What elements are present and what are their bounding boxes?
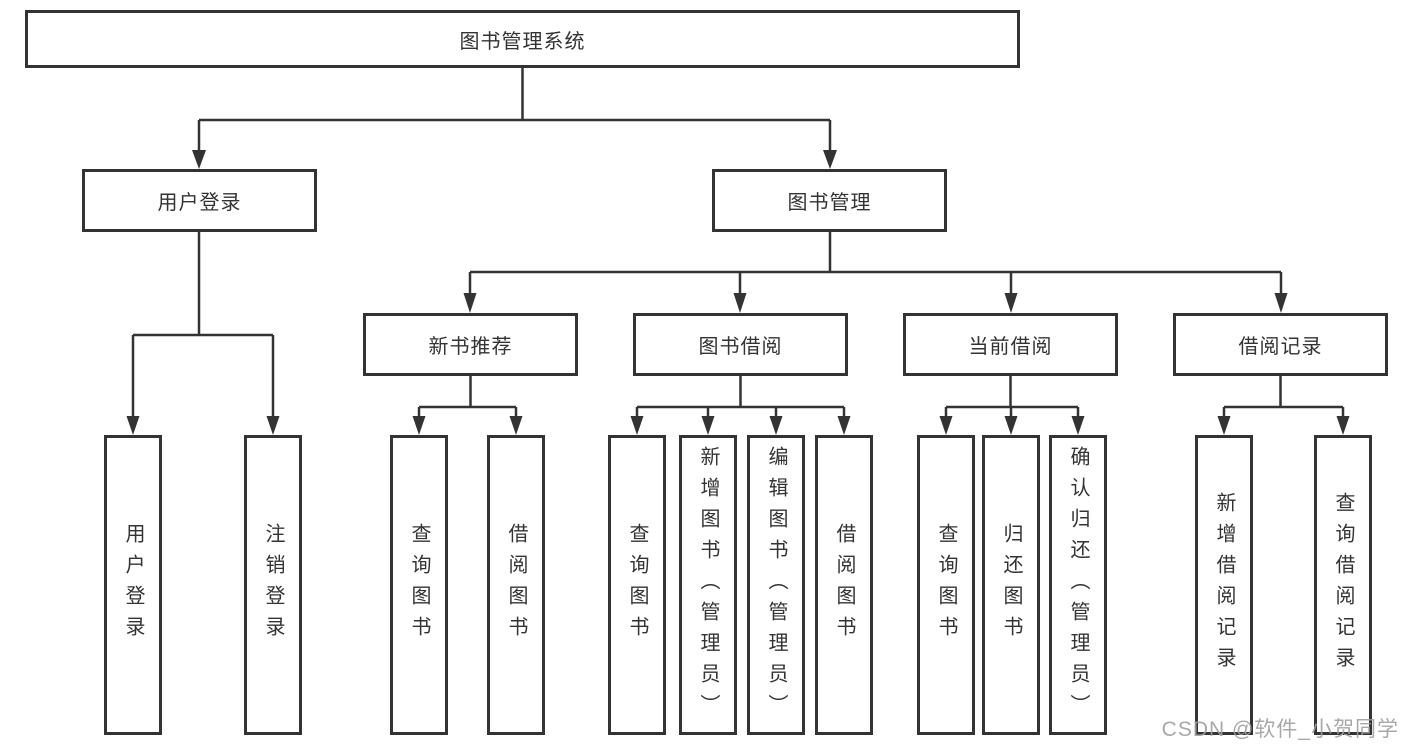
connector-recommendation-to-leaves: [412, 376, 523, 435]
node-label: 查询图书: [408, 523, 430, 647]
leaf-logout: 注销登录: [244, 435, 302, 735]
node-label: 注销登录: [262, 523, 284, 647]
watermark-csdn: CSDN @软件_小贺同学: [1161, 718, 1399, 741]
connector-book-mgmt-to-level3: [463, 232, 1288, 313]
connector-records-to-leaves: [1217, 376, 1350, 435]
node-borrowing-records: 借阅记录: [1173, 313, 1388, 376]
node-label: 用户登录: [122, 523, 144, 647]
node-user-login-branch: 用户登录: [82, 169, 317, 232]
leaf-return-book: 归还图书: [982, 435, 1040, 735]
node-label: 新增借阅记录: [1213, 492, 1235, 678]
node-label: 确认归还（管理员）: [1067, 445, 1089, 725]
node-label: 当前借阅: [968, 336, 1053, 358]
node-label: 借阅图书: [505, 523, 527, 647]
connector-borrowing-to-leaves: [630, 376, 851, 435]
node-label: 查询图书: [935, 523, 957, 647]
leaf-confirm-return-admin: 确认归还（管理员）: [1049, 435, 1107, 735]
leaf-query-books-current: 查询图书: [917, 435, 975, 735]
node-current-borrowing: 当前借阅: [903, 313, 1118, 376]
leaf-query-books-recommendation: 查询图书: [390, 435, 448, 735]
leaf-borrow-books-recommendation: 借阅图书: [487, 435, 545, 735]
leaf-add-borrow-record: 新增借阅记录: [1195, 435, 1253, 735]
connector-root-to-level2: [192, 68, 837, 169]
leaf-user-login: 用户登录: [104, 435, 162, 735]
leaf-borrow-books-borrowing: 借阅图书: [815, 435, 873, 735]
node-label: 借阅记录: [1238, 336, 1323, 358]
connector-user-login-to-leaves: [126, 232, 280, 435]
leaf-add-book-admin: 新增图书（管理员）: [679, 435, 737, 735]
node-label: 图书借阅: [698, 336, 783, 358]
node-book-borrowing: 图书借阅: [633, 313, 848, 376]
node-label: 用户登录: [157, 192, 242, 214]
node-label: 归还图书: [1000, 523, 1022, 647]
node-new-book-recommendation: 新书推荐: [363, 313, 578, 376]
leaf-edit-book-admin: 编辑图书（管理员）: [747, 435, 805, 735]
node-label: 查询图书: [626, 523, 648, 647]
node-label: 借阅图书: [833, 523, 855, 647]
connector-current-to-leaves: [939, 376, 1085, 435]
leaf-query-books-borrowing: 查询图书: [608, 435, 666, 735]
node-label: 图书管理系统: [459, 30, 586, 53]
node-library-management-system: 图书管理系统: [25, 10, 1020, 68]
node-label: 编辑图书（管理员）: [765, 445, 787, 725]
node-book-management-branch: 图书管理: [712, 169, 947, 232]
node-label: 图书管理: [787, 192, 872, 214]
node-label: 新书推荐: [428, 336, 513, 358]
leaf-query-borrow-record: 查询借阅记录: [1314, 435, 1372, 735]
node-label: 新增图书（管理员）: [697, 445, 719, 725]
node-label: 查询借阅记录: [1332, 492, 1354, 678]
